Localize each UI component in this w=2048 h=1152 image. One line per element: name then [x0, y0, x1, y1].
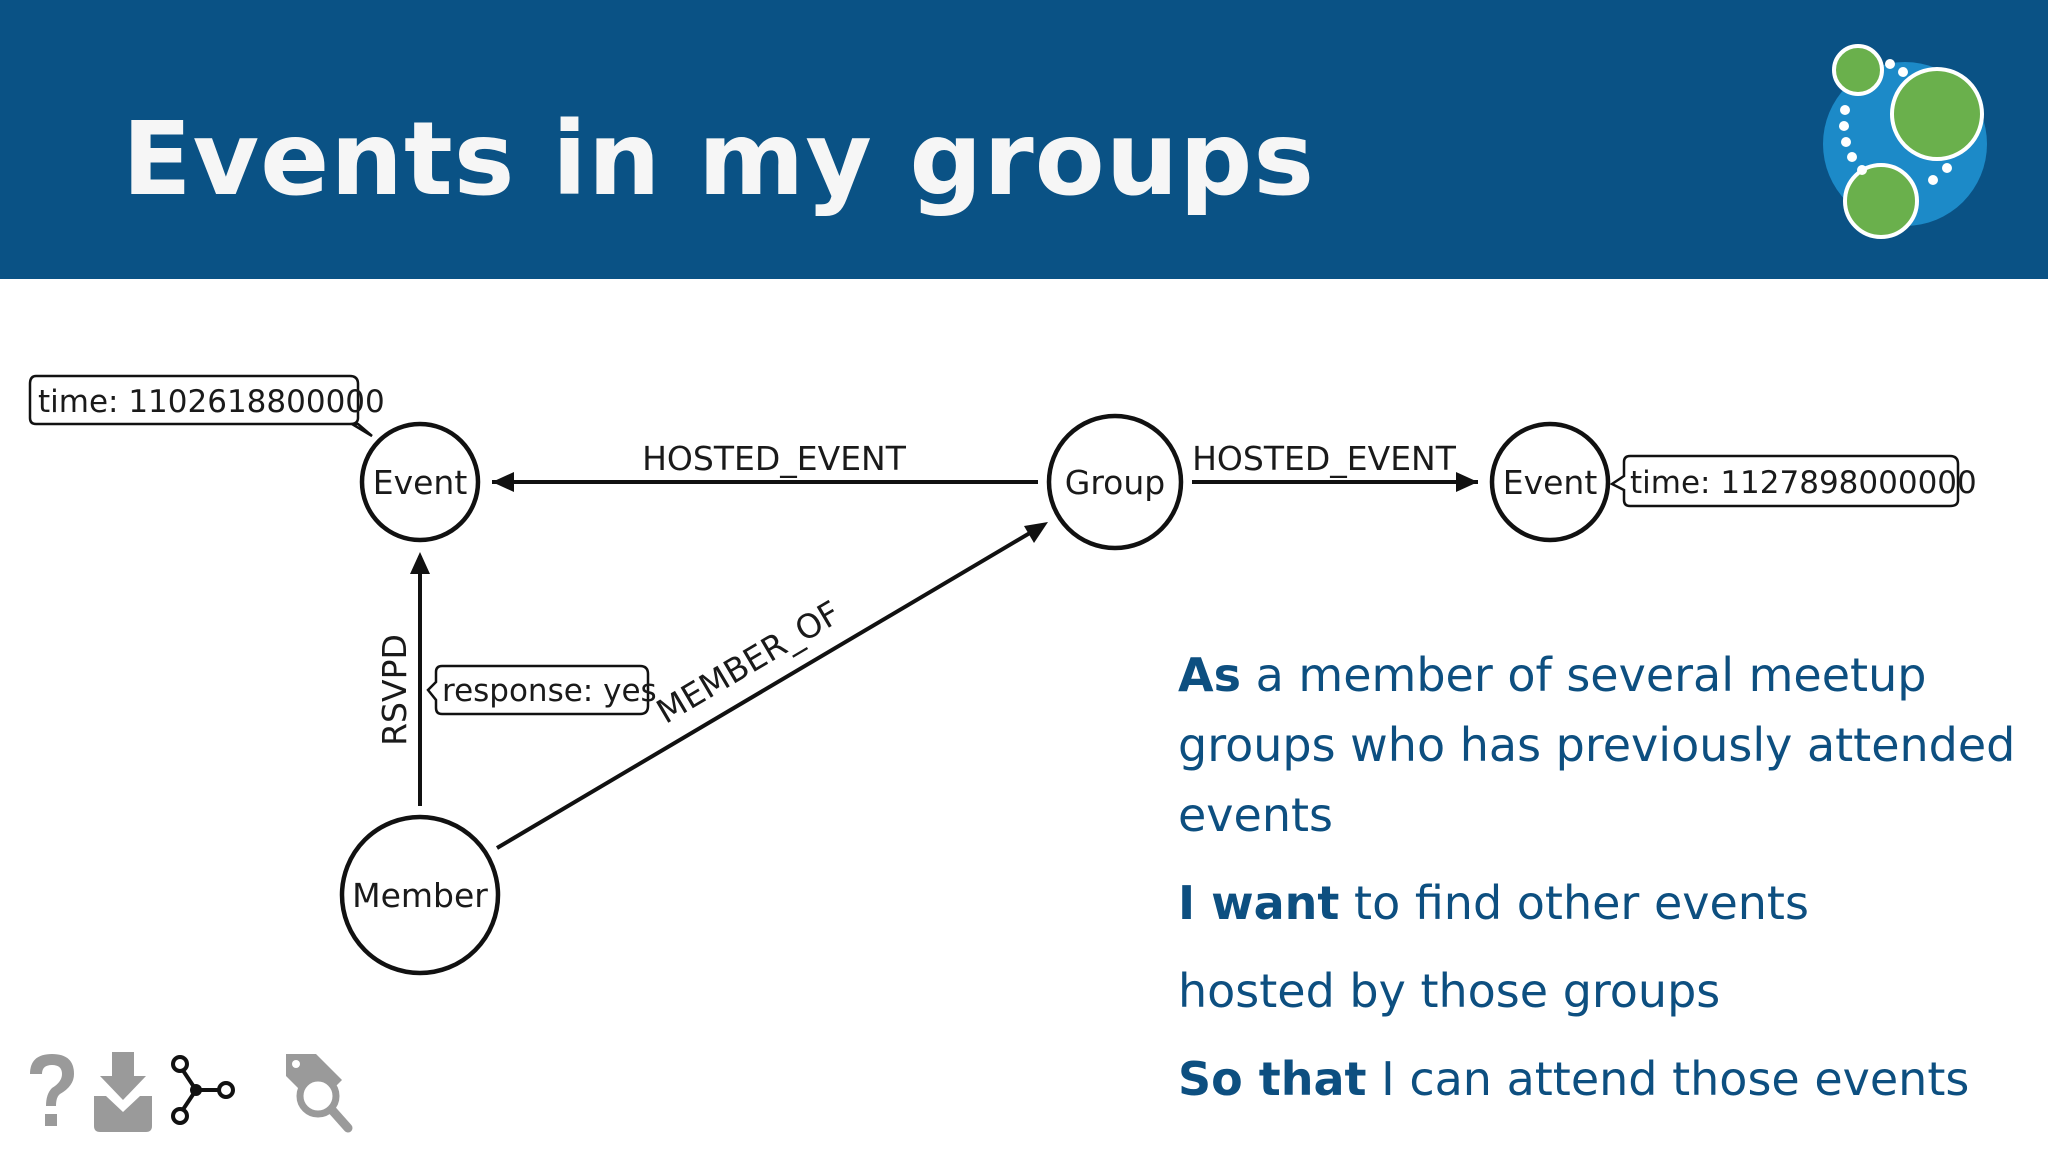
edge-hosted-event-right: HOSTED_EVENT [1192, 439, 1478, 492]
node-event-left-label: Event [373, 463, 468, 502]
help-icon[interactable] [30, 1054, 74, 1126]
edge-label-hosted-event-right: HOSTED_EVENT [1192, 439, 1457, 478]
property-event-left-time: time: 1102618800000 [28, 374, 385, 438]
story-want-text: to find other events [1339, 876, 1809, 930]
bottom-toolbar [30, 1052, 353, 1133]
edge-hosted-event-left: HOSTED_EVENT [492, 439, 1038, 492]
graph-icon[interactable] [171, 1055, 235, 1125]
search-tag-icon[interactable] [286, 1054, 353, 1133]
property-rsvp-response-text: response: yes [442, 673, 657, 709]
story-as: As a member of several meetup groups who… [1178, 640, 2018, 850]
edge-rsvpd: RSVPD [375, 552, 430, 806]
story-so-text: I can attend those events [1366, 1052, 1970, 1106]
story-so-keyword: So that [1178, 1052, 1367, 1106]
node-group: Group [1046, 413, 1184, 551]
property-event-right-time: time: 1127898000000 [1609, 454, 1977, 508]
property-event-right-time-text: time: 1127898000000 [1630, 465, 1977, 501]
property-rsvp-response: response: yes [426, 664, 657, 716]
property-event-left-time-text: time: 1102618800000 [38, 384, 385, 420]
story-as-keyword: As [1178, 648, 1241, 702]
story-want: I want to find other events [1178, 868, 2018, 938]
neo4j-logo-icon [1823, 44, 1987, 239]
slide-header: Events in my groups [0, 0, 2048, 279]
node-event-right-label: Event [1503, 463, 1598, 502]
node-member-label: Member [352, 876, 488, 915]
edge-label-rsvpd: RSVPD [375, 634, 414, 746]
edge-label-hosted-event-left: HOSTED_EVENT [642, 439, 907, 478]
story-as-text: a member of several meetup groups who ha… [1178, 648, 2016, 842]
story-want-keyword: I want [1178, 876, 1340, 930]
download-icon[interactable] [94, 1052, 152, 1132]
story-want-continued: hosted by those groups [1178, 964, 1721, 1018]
node-group-label: Group [1065, 463, 1165, 502]
slide-title: Events in my groups [122, 100, 1316, 219]
node-event-left: Event [359, 421, 481, 543]
story-so-that: So that I can attend those events [1178, 1044, 2018, 1114]
user-story: As a member of several meetup groups who… [1178, 640, 2018, 1114]
node-event-right: Event [1489, 421, 1611, 543]
edge-label-member-of: MEMBER_OF [650, 593, 847, 731]
node-member: Member [339, 814, 501, 976]
